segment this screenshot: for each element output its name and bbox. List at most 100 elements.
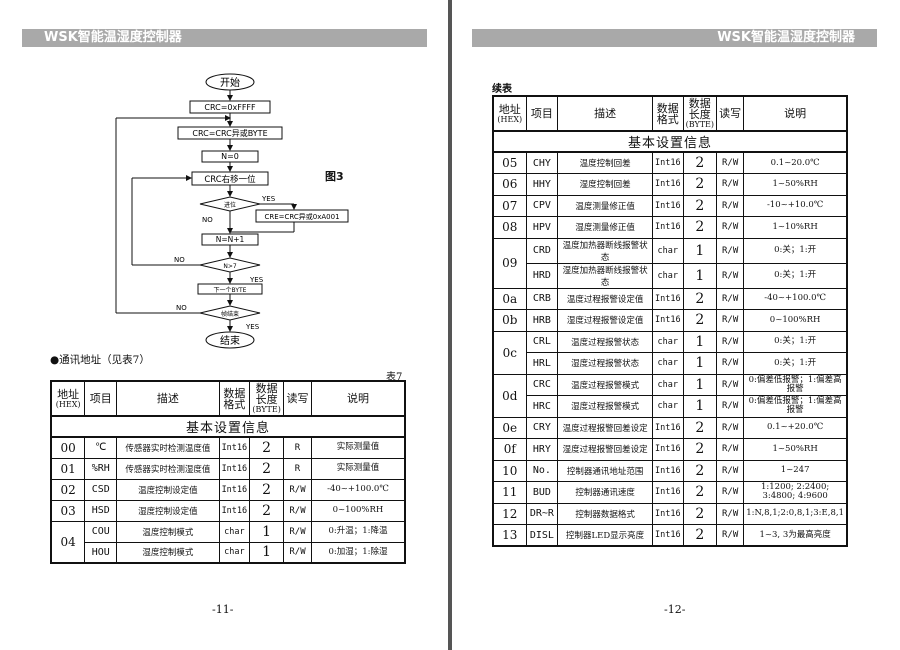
cell-addr: 05 bbox=[492, 151, 527, 174]
left-page: WSK智能温湿度控制器 开始 CRC=0xFFFF CRC=CRC异或BYTE … bbox=[0, 0, 448, 650]
cell-rw: R/W bbox=[283, 520, 312, 543]
cell-rw: R/W bbox=[716, 416, 745, 439]
cell-length: 1 bbox=[682, 373, 718, 396]
cell-note: 0:偏差低报警；1:偏差高报警 bbox=[743, 395, 848, 418]
cell-note: 1~247 bbox=[743, 459, 848, 482]
cell-item: ℃ bbox=[84, 436, 118, 459]
cell-note: -40~+100.0℃ bbox=[743, 287, 848, 310]
cell-format: Int16 bbox=[651, 173, 684, 196]
cell-item: HRD bbox=[525, 262, 559, 289]
cell-format: char bbox=[218, 541, 251, 564]
header-item: 项目 bbox=[525, 95, 559, 132]
cell-rw: R/W bbox=[283, 478, 312, 501]
cell-rw: R/W bbox=[716, 459, 745, 482]
cell-rw: R/W bbox=[716, 194, 745, 217]
cell-format: char bbox=[651, 330, 684, 353]
cell-desc: 温度控制设定值 bbox=[116, 478, 220, 501]
header-format: 数据格式 bbox=[651, 95, 684, 132]
cell-note: 1~3, 3为最高亮度 bbox=[743, 524, 848, 547]
cell-rw: R/W bbox=[716, 438, 745, 461]
cell-item: HRB bbox=[525, 309, 559, 332]
cell-note: 0:升温；1:降温 bbox=[310, 520, 406, 543]
cell-length: 2 bbox=[682, 173, 718, 196]
cell-desc: 湿度过程报警设定值 bbox=[557, 309, 653, 332]
cell-item: CPV bbox=[525, 194, 559, 217]
cell-desc: 湿度过程报警状态 bbox=[557, 352, 653, 375]
cell-length: 1 bbox=[682, 352, 718, 375]
cell-note: 0.1~+20.0℃ bbox=[743, 416, 848, 439]
next-byte-label: 下一个BYTE bbox=[214, 287, 247, 294]
cell-item: COU bbox=[84, 520, 118, 543]
cell-rw: R/W bbox=[716, 502, 745, 525]
cell-addr: 02 bbox=[50, 478, 86, 501]
cell-note: 1:N,8,1;2:0,8,1;3:E,8,1 bbox=[743, 502, 848, 525]
cell-item: DISL bbox=[525, 524, 559, 547]
cell-length: 2 bbox=[249, 499, 285, 522]
cell-item: No. bbox=[525, 459, 559, 482]
cell-rw: R/W bbox=[716, 395, 745, 418]
frame-end-label: 帧结束 bbox=[221, 310, 239, 318]
cell-note: 1~10%RH bbox=[743, 216, 848, 239]
cell-length: 2 bbox=[682, 151, 718, 174]
cell-addr: 0a bbox=[492, 287, 527, 310]
cell-desc: 控制器LED显示亮度 bbox=[557, 524, 653, 547]
cell-length: 2 bbox=[682, 194, 718, 217]
cell-note: -10~+10.0℃ bbox=[743, 194, 848, 217]
table-row: 01 %RH 传感器实时检测湿度值 Int16 2 R 实际测量值 bbox=[50, 457, 406, 480]
header-note: 说明 bbox=[743, 95, 848, 132]
cell-desc: 温度测量修正值 bbox=[557, 194, 653, 217]
cell-rw: R/W bbox=[716, 173, 745, 196]
cell-note: 1:1200; 2:2400; 3:4800; 4:9600 bbox=[743, 481, 848, 504]
cell-rw: R/W bbox=[716, 352, 745, 375]
cell-addr: 11 bbox=[492, 481, 527, 504]
cell-rw: R/W bbox=[716, 237, 745, 264]
n-inc-label: N=N+1 bbox=[216, 235, 245, 244]
cell-note: 0:关；1:开 bbox=[743, 330, 848, 353]
cell-note: -40~+100.0℃ bbox=[310, 478, 406, 501]
cell-format: Int16 bbox=[218, 499, 251, 522]
cell-note: 1~50%RH bbox=[743, 438, 848, 461]
cell-desc: 控制器通讯速度 bbox=[557, 481, 653, 504]
cell-length: 1 bbox=[682, 330, 718, 353]
header-item: 项目 bbox=[84, 380, 118, 417]
cell-addr: 0b bbox=[492, 309, 527, 332]
cell-desc: 湿度过程报警回差设定 bbox=[557, 438, 653, 461]
cell-addr: 0d bbox=[492, 373, 527, 418]
cell-format: char bbox=[218, 520, 251, 543]
cell-note: 0.1~20.0℃ bbox=[743, 151, 848, 174]
section-title: 基本设置信息 bbox=[50, 415, 406, 438]
cell-length: 2 bbox=[682, 524, 718, 547]
table-tag: 表7 bbox=[386, 372, 403, 383]
cell-length: 1 bbox=[682, 262, 718, 289]
carry-yes-label: YES bbox=[261, 195, 276, 203]
crc-xor-poly-label: CRE=CRC异或0xA001 bbox=[264, 212, 339, 221]
cell-length: 1 bbox=[682, 237, 718, 264]
cell-length: 1 bbox=[249, 541, 285, 564]
section-row: 基本设置信息 bbox=[50, 415, 406, 438]
header-note: 说明 bbox=[310, 380, 406, 417]
cell-item: HRC bbox=[525, 395, 559, 418]
cell-addr: 12 bbox=[492, 502, 527, 525]
cell-rw: R/W bbox=[716, 309, 745, 332]
cell-note: 0~100%RH bbox=[310, 499, 406, 522]
cell-format: Int16 bbox=[651, 194, 684, 217]
cell-note: 0~100%RH bbox=[743, 309, 848, 332]
cell-note: 实际测量值 bbox=[310, 436, 406, 459]
cell-length: 2 bbox=[682, 287, 718, 310]
cell-item: HSD bbox=[84, 499, 118, 522]
cell-item: %RH bbox=[84, 457, 118, 480]
cell-desc: 传感器实时检测温度值 bbox=[116, 436, 220, 459]
cell-item: BUD bbox=[525, 481, 559, 504]
cell-item: CRY bbox=[525, 416, 559, 439]
header-rw: 读写 bbox=[716, 95, 745, 132]
cell-desc: 控制器通讯地址范围 bbox=[557, 459, 653, 482]
cell-addr: 0e bbox=[492, 416, 527, 439]
